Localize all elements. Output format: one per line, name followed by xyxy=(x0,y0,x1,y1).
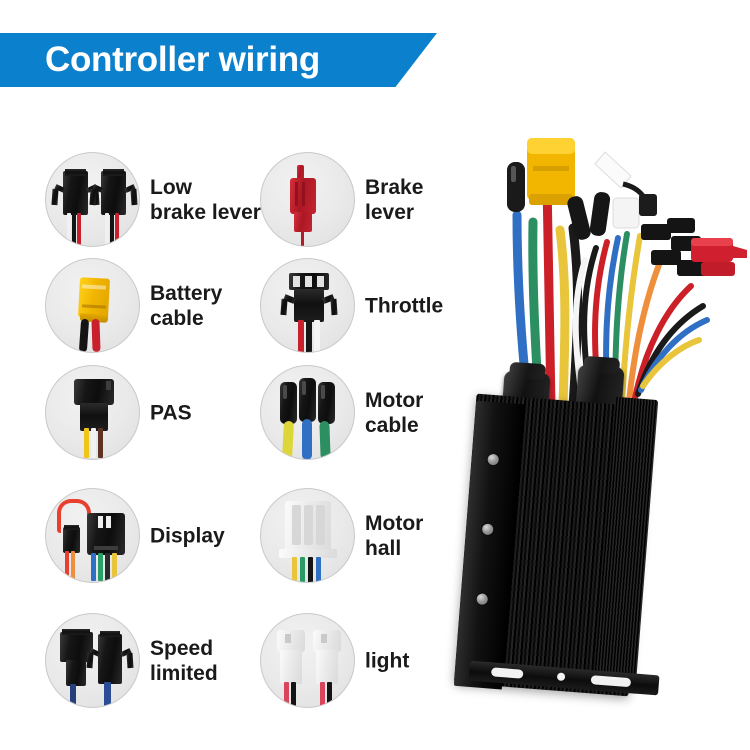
icon-circle xyxy=(260,258,355,353)
xt-connector xyxy=(527,138,575,205)
white-light-connector-icon xyxy=(261,614,354,707)
legend-item-motor-hall[interactable]: Motor hall xyxy=(260,488,480,583)
icon-circle xyxy=(45,488,140,583)
header-banner xyxy=(0,33,437,87)
white-hall-connector-icon xyxy=(261,489,354,582)
icon-circle xyxy=(45,152,140,247)
white-connector xyxy=(594,151,657,229)
icon-circle xyxy=(260,152,355,247)
legend-item-speed-limited[interactable]: Speed limited xyxy=(45,613,275,708)
dual-black-sm-connector-icon xyxy=(46,153,139,246)
black-pas-connector-icon xyxy=(46,366,139,459)
screw-2 xyxy=(481,523,494,536)
legend-label: PAS xyxy=(150,401,192,424)
screw-1 xyxy=(487,453,500,466)
legend-item-display[interactable]: Display xyxy=(45,488,275,583)
icon-circle xyxy=(45,365,140,460)
page-title: Controller wiring xyxy=(45,40,320,79)
bullet-connector xyxy=(507,162,525,212)
legend-label: Low brake lever xyxy=(150,175,261,224)
legend-item-throttle[interactable]: Throttle xyxy=(260,258,480,353)
icon-circle xyxy=(260,488,355,583)
motor-bullet-connector-icon xyxy=(261,366,354,459)
icon-circle xyxy=(45,613,140,708)
legend-label: Brake lever xyxy=(365,175,424,224)
legend-item-light[interactable]: light xyxy=(260,613,480,708)
legend-item-low-brake-lever[interactable]: Low brake lever xyxy=(45,152,275,247)
icon-circle xyxy=(260,613,355,708)
left-wire-harness xyxy=(507,138,583,410)
black-throttle-connector-icon xyxy=(261,259,354,352)
legend-item-pas[interactable]: PAS xyxy=(45,365,275,460)
sm-connectors xyxy=(567,192,611,240)
display-connector-icon xyxy=(46,489,139,582)
legend-label: Speed limited xyxy=(150,636,218,685)
controller-product-image xyxy=(453,110,750,720)
screw-3 xyxy=(476,593,489,606)
legend-label: light xyxy=(365,649,410,672)
legend-label: Motor hall xyxy=(365,511,424,560)
legend-label: Battery cable xyxy=(150,281,223,330)
red-brake-connector-icon xyxy=(261,153,354,246)
legend-item-battery-cable[interactable]: Battery cable xyxy=(45,258,275,353)
speed-limit-connector-icon xyxy=(46,614,139,707)
yellow-xt-connector-icon xyxy=(46,259,139,352)
icon-circle xyxy=(260,365,355,460)
icon-circle xyxy=(45,258,140,353)
legend-item-brake-lever[interactable]: Brake lever xyxy=(260,152,480,247)
legend-label: Display xyxy=(150,524,225,547)
red-connector xyxy=(691,238,747,276)
legend-label: Throttle xyxy=(365,294,444,317)
black-sm-connector-group xyxy=(641,218,707,276)
legend-item-motor-cable[interactable]: Motor cable xyxy=(260,365,480,460)
legend-label: Motor cable xyxy=(365,388,424,437)
